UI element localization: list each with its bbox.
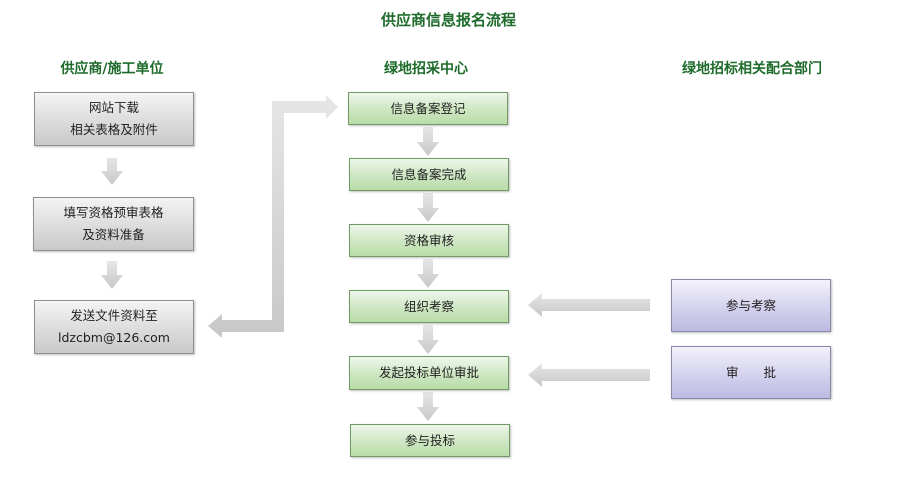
down-arrow-middle-3 [417, 259, 439, 288]
down-arrow-left-1 [101, 158, 123, 185]
step-participate-inspection: 参与考察 [671, 279, 831, 332]
step-qualification-review: 资格审核 [349, 224, 509, 257]
step-send-documents-line1: 发送文件资料至 [70, 308, 158, 323]
connector-arrow-to-left [208, 95, 338, 338]
step-initiate-bidder-approval-label: 发起投标单位审批 [378, 365, 479, 380]
step-download-forms-line2: 相关表格及附件 [70, 122, 158, 137]
column-title-procurement-center: 绿地招采中心 [384, 61, 468, 77]
column-title-supplier: 供应商/施工单位 [60, 61, 164, 77]
step-approval: 审 批 [671, 346, 831, 399]
left-arrow-approval [528, 363, 650, 387]
down-arrow-middle-4 [417, 325, 439, 354]
left-arrow-inspection [528, 293, 650, 317]
down-arrow-middle-5 [417, 392, 439, 421]
step-info-registration-complete: 信息备案完成 [349, 158, 509, 191]
step-organize-inspection-label: 组织考察 [403, 298, 454, 314]
step-send-documents: 发送文件资料至 ldzcbm@126.com [34, 300, 194, 354]
down-arrow-left-2 [101, 261, 123, 289]
step-organize-inspection: 组织考察 [349, 290, 509, 323]
step-initiate-bidder-approval: 发起投标单位审批 [349, 356, 509, 390]
step-participate-bidding: 参与投标 [350, 424, 510, 457]
step-info-registration-complete-label: 信息备案完成 [391, 166, 467, 182]
step-download-forms: 网站下载 相关表格及附件 [34, 92, 194, 146]
step-approval-label: 审 批 [725, 364, 776, 380]
column-title-related-departments: 绿地招标相关配合部门 [682, 61, 822, 77]
step-info-registration-label: 信息备案登记 [390, 100, 466, 116]
step-fill-qualification-forms-line2: 及资料准备 [82, 227, 145, 242]
step-send-documents-email: ldzcbm@126.com [58, 330, 170, 345]
step-participate-inspection-label: 参与考察 [725, 297, 776, 313]
step-info-registration: 信息备案登记 [348, 92, 508, 125]
step-participate-bidding-label: 参与投标 [404, 432, 455, 448]
step-fill-qualification-forms: 填写资格预审表格 及资料准备 [33, 197, 194, 251]
step-qualification-review-label: 资格审核 [403, 232, 454, 248]
step-download-forms-line1: 网站下载 [88, 100, 139, 115]
page-title: 供应商信息报名流程 [380, 11, 516, 29]
down-arrow-middle-1 [417, 127, 439, 156]
down-arrow-middle-2 [417, 193, 439, 222]
step-fill-qualification-forms-line1: 填写资格预审表格 [63, 205, 164, 220]
